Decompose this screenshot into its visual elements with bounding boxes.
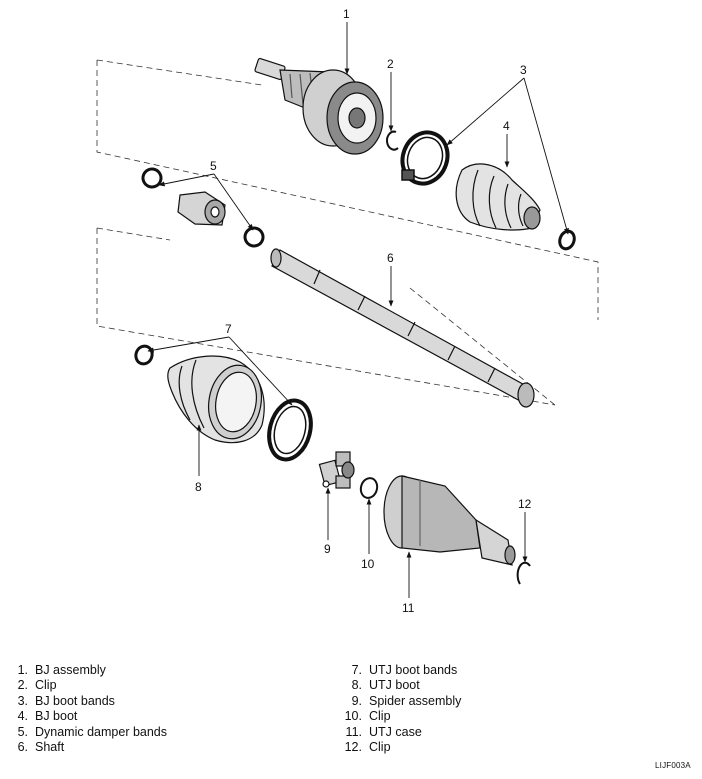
dynamic-damper-part — [177, 191, 226, 226]
spider-assembly-part — [318, 451, 355, 489]
legend-item: 7. UTJ boot bands — [344, 663, 461, 678]
legend-item: 4. BJ boot — [10, 709, 167, 724]
bj-boot-part — [455, 163, 541, 231]
legend-number: 2. — [17, 678, 28, 693]
callout-2: 2 — [387, 57, 394, 71]
leader-lines — [147, 22, 569, 598]
callout-8: 8 — [195, 480, 202, 494]
legend-number: 10. — [344, 709, 362, 724]
callout-11: 11 — [402, 601, 415, 615]
legend-label: BJ boot — [35, 709, 78, 724]
legend-label: UTJ boot — [369, 678, 420, 693]
clip-10-part — [359, 477, 379, 499]
utj-boot-part — [167, 355, 265, 444]
legend-item: 6. Shaft — [10, 740, 167, 755]
legend-number: 3. — [17, 693, 28, 708]
legend-item: 1. BJ assembly — [10, 663, 167, 678]
legend-label: BJ boot bands — [35, 693, 115, 708]
clip-12-part — [516, 561, 531, 585]
legend-label: UTJ case — [369, 724, 422, 739]
callout-1: 1 — [343, 7, 350, 21]
legend-number: 6. — [17, 740, 28, 755]
clip-2-part — [385, 130, 399, 151]
legend-number: 7. — [351, 663, 362, 677]
callout-12: 12 — [518, 497, 532, 511]
legend-left-column: 1. BJ assembly 2. Clip 3. BJ boot bands 4. B… — [10, 663, 167, 755]
legend-number: 9. — [351, 693, 362, 708]
legend-label: Spider assembly — [369, 693, 462, 708]
legend-number: 1. — [17, 663, 28, 677]
legend-label: Clip — [369, 709, 391, 724]
legend-number: 4. — [17, 709, 28, 724]
utj-boot-band-small-part — [134, 344, 154, 366]
legend-number: 11. — [345, 724, 362, 739]
dynamic-damper-band-right-part — [243, 226, 265, 248]
legend-label: UTJ boot bands — [369, 663, 458, 677]
legend-item: 11. UTJ case — [344, 725, 461, 740]
legend-item: 8. UTJ boot — [344, 678, 461, 693]
legend-label: Dynamic damper bands — [35, 724, 168, 739]
legend-item: 12. Clip — [344, 740, 461, 755]
shaft-part — [270, 248, 535, 408]
callout-5: 5 — [210, 159, 217, 173]
figure-code: LIJF003A — [655, 761, 691, 770]
exploded-drive-shaft-diagram: 1 2 3 4 5 6 7 8 9 10 11 12 — [96, 7, 599, 615]
dynamic-damper-band-left-part — [141, 167, 163, 189]
callout-9: 9 — [324, 542, 331, 556]
bj-assembly-part — [254, 57, 384, 155]
bj-boot-band-small-part — [558, 229, 576, 251]
legend-right-column: 7. UTJ boot bands 8. UTJ boot 9. Spider ass… — [344, 663, 462, 755]
callout-4: 4 — [503, 119, 510, 133]
utj-case-part — [383, 475, 516, 566]
legend-item: 3. BJ boot bands — [10, 694, 167, 709]
callout-6: 6 — [387, 251, 394, 265]
bj-boot-band-large-part — [400, 130, 450, 186]
legend-number: 5. — [17, 724, 28, 739]
utj-boot-band-large-part — [267, 398, 313, 462]
callout-7: 7 — [225, 322, 232, 336]
legend-item: 2. Clip — [10, 678, 167, 693]
legend-label: Shaft — [35, 740, 65, 755]
legend-number: 12. — [344, 740, 362, 755]
legend-label: BJ assembly — [35, 663, 106, 677]
legend-item: 9. Spider assembly — [344, 693, 462, 709]
callout-10: 10 — [361, 557, 375, 571]
legend-label: Clip — [369, 740, 391, 755]
legend-number: 8. — [351, 678, 362, 693]
legend-item: 10. Clip — [344, 709, 461, 724]
legend-item: 5. Dynamic damper bands — [10, 725, 167, 740]
callout-3: 3 — [520, 63, 527, 77]
legend-label: Clip — [35, 678, 57, 693]
